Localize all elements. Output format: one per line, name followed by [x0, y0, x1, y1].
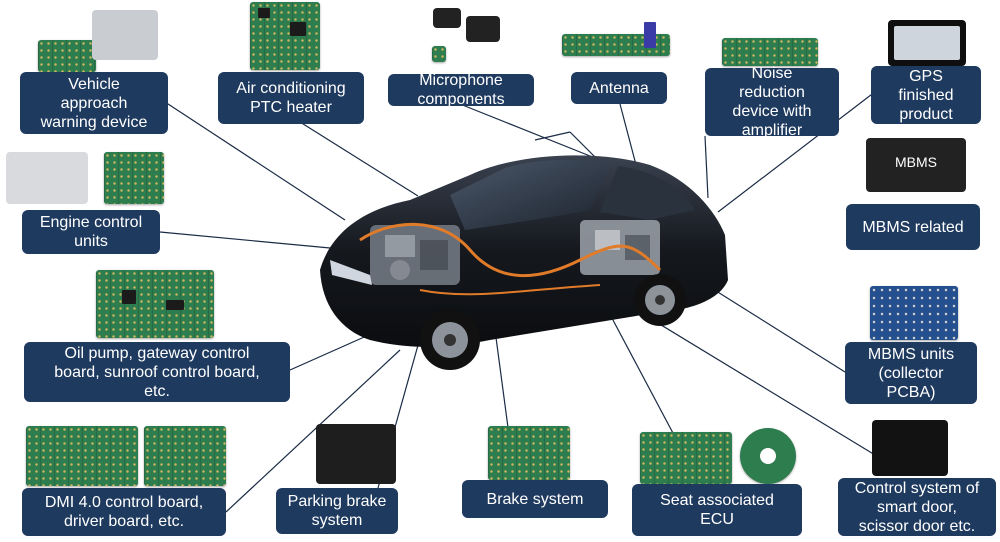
label-antenna: Antenna [571, 72, 667, 104]
leader-line-microphone-2 [534, 131, 571, 141]
label-dmi-control-board: DMI 4.0 control board, driver board, etc… [22, 488, 226, 536]
label-air-conditioning-ptc-heater: Air conditioning PTC heater [218, 72, 364, 124]
leader-line-vehicle-approach [164, 101, 346, 221]
engine-bay [370, 225, 460, 285]
label-parking-brake-system: Parking brake system [276, 488, 398, 534]
label-vehicle-approach-warning-device: Vehicle approach warning device [20, 72, 168, 134]
seat-ecu-round-board-photo [740, 428, 796, 484]
antenna-board-photo [562, 22, 670, 56]
ac-ptc-board-photo [250, 2, 320, 70]
label-mbms-related: MBMS related [846, 204, 980, 250]
parking-brake-unit-photo [316, 424, 396, 484]
label-engine-control-units: Engine control units [22, 210, 160, 254]
mbms-box-photo: MBMS [866, 138, 966, 192]
oil-pump-board-photo [96, 270, 214, 338]
leader-line-mbms-units [704, 283, 846, 373]
rear-wheel [634, 274, 686, 326]
smart-door-controller-photo [872, 420, 948, 476]
engine-control-board-photo [104, 152, 164, 204]
label-oil-pump-gateway-sunroof: Oil pump, gateway control board, sunroof… [24, 342, 290, 402]
leader-line-microphone [459, 103, 601, 161]
mbms-units-board-photo [870, 286, 958, 340]
car-rear-window [600, 166, 695, 220]
front-wheel [420, 310, 480, 370]
leader-line-dmi [225, 349, 401, 513]
leader-line-noise-reduction [704, 135, 709, 199]
vehicle-approach-board-photo [38, 40, 96, 72]
label-mbms-units: MBMS units (collector PCBA) [845, 342, 977, 404]
wiring-harness [359, 222, 662, 278]
leader-line-smart-door [619, 299, 881, 459]
brake-system-board-photo [488, 426, 570, 480]
dmi-board-photo-2 [144, 426, 226, 486]
seat-ecu-board-photo [640, 432, 732, 484]
gps-device-photo [888, 20, 966, 66]
noise-reduction-board-photo [722, 38, 818, 66]
leader-line-engine-control [159, 231, 331, 249]
microphone-housing-photo [466, 16, 500, 42]
microphone-pcb-photo [432, 46, 446, 62]
leader-line-ac-ptc [299, 121, 419, 197]
microphone-module-photo [433, 8, 461, 28]
dmi-board-photo-1 [26, 426, 138, 486]
car-illustration [320, 155, 728, 370]
engine-control-housing-photo [6, 152, 88, 204]
label-microphone-components: Microphone components [388, 72, 534, 108]
label-noise-reduction-device: Noise reduction device with amplifier [705, 65, 839, 139]
label-seat-associated-ecu: Seat associated ECU [632, 484, 802, 536]
vehicle-approach-housing-photo [92, 10, 158, 60]
label-smart-door-control-system: Control system of smart door, scissor do… [838, 478, 996, 536]
mbms-box-text: MBMS [895, 154, 937, 170]
label-gps-finished-product: GPS finished product [871, 66, 981, 124]
leader-line-gps [717, 87, 881, 213]
label-brake-system: Brake system [462, 480, 608, 518]
headlight [330, 260, 372, 285]
car-windshield [450, 159, 610, 230]
